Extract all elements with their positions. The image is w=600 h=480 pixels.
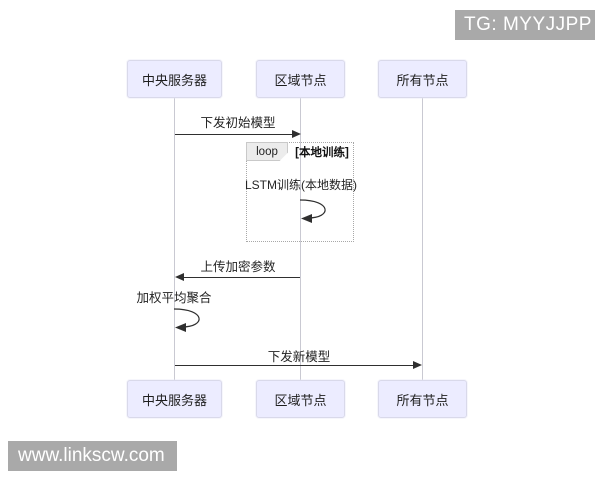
- arrowhead-left-icon: [175, 273, 184, 281]
- loop-frame: [246, 142, 354, 242]
- message-label-send-initial-model: 下发初始模型: [200, 116, 276, 130]
- participant-top-regional-node: 区域节点: [256, 60, 345, 98]
- message-label-lstm-training: LSTM训练(本地数据): [245, 178, 357, 192]
- arrowhead-right-icon: [292, 130, 301, 138]
- participant-bottom-all-nodes: 所有节点: [378, 380, 467, 418]
- loop-condition-label: [本地训练]: [295, 147, 349, 159]
- message-arrow-send-new-model: [175, 365, 414, 366]
- message-arrow-send-initial-model: [175, 134, 294, 135]
- message-label-send-new-model: 下发新模型: [267, 350, 331, 364]
- arrowhead-right-icon: [413, 361, 422, 369]
- lifeline-central-server: [174, 98, 175, 380]
- watermark-website-badge: www.linkscw.com: [8, 441, 177, 471]
- message-label-upload-encrypted-params: 上传加密参数: [200, 260, 276, 274]
- loop-label-tab: loop: [246, 142, 288, 161]
- participant-top-all-nodes: 所有节点: [378, 60, 467, 98]
- message-label-weighted-aggregation: 加权平均聚合: [136, 291, 212, 305]
- watermark-telegram-badge: TG: MYYJJPP: [455, 10, 595, 40]
- participant-top-central-server: 中央服务器: [127, 60, 222, 98]
- participant-bottom-central-server: 中央服务器: [127, 380, 222, 418]
- lifeline-all-nodes: [422, 98, 423, 380]
- self-loop-arrow-icon: [299, 199, 326, 223]
- message-arrow-upload-encrypted-params: [182, 277, 300, 278]
- participant-bottom-regional-node: 区域节点: [256, 380, 345, 418]
- self-loop-arrow-icon: [173, 308, 200, 332]
- lifeline-regional-node: [300, 98, 301, 380]
